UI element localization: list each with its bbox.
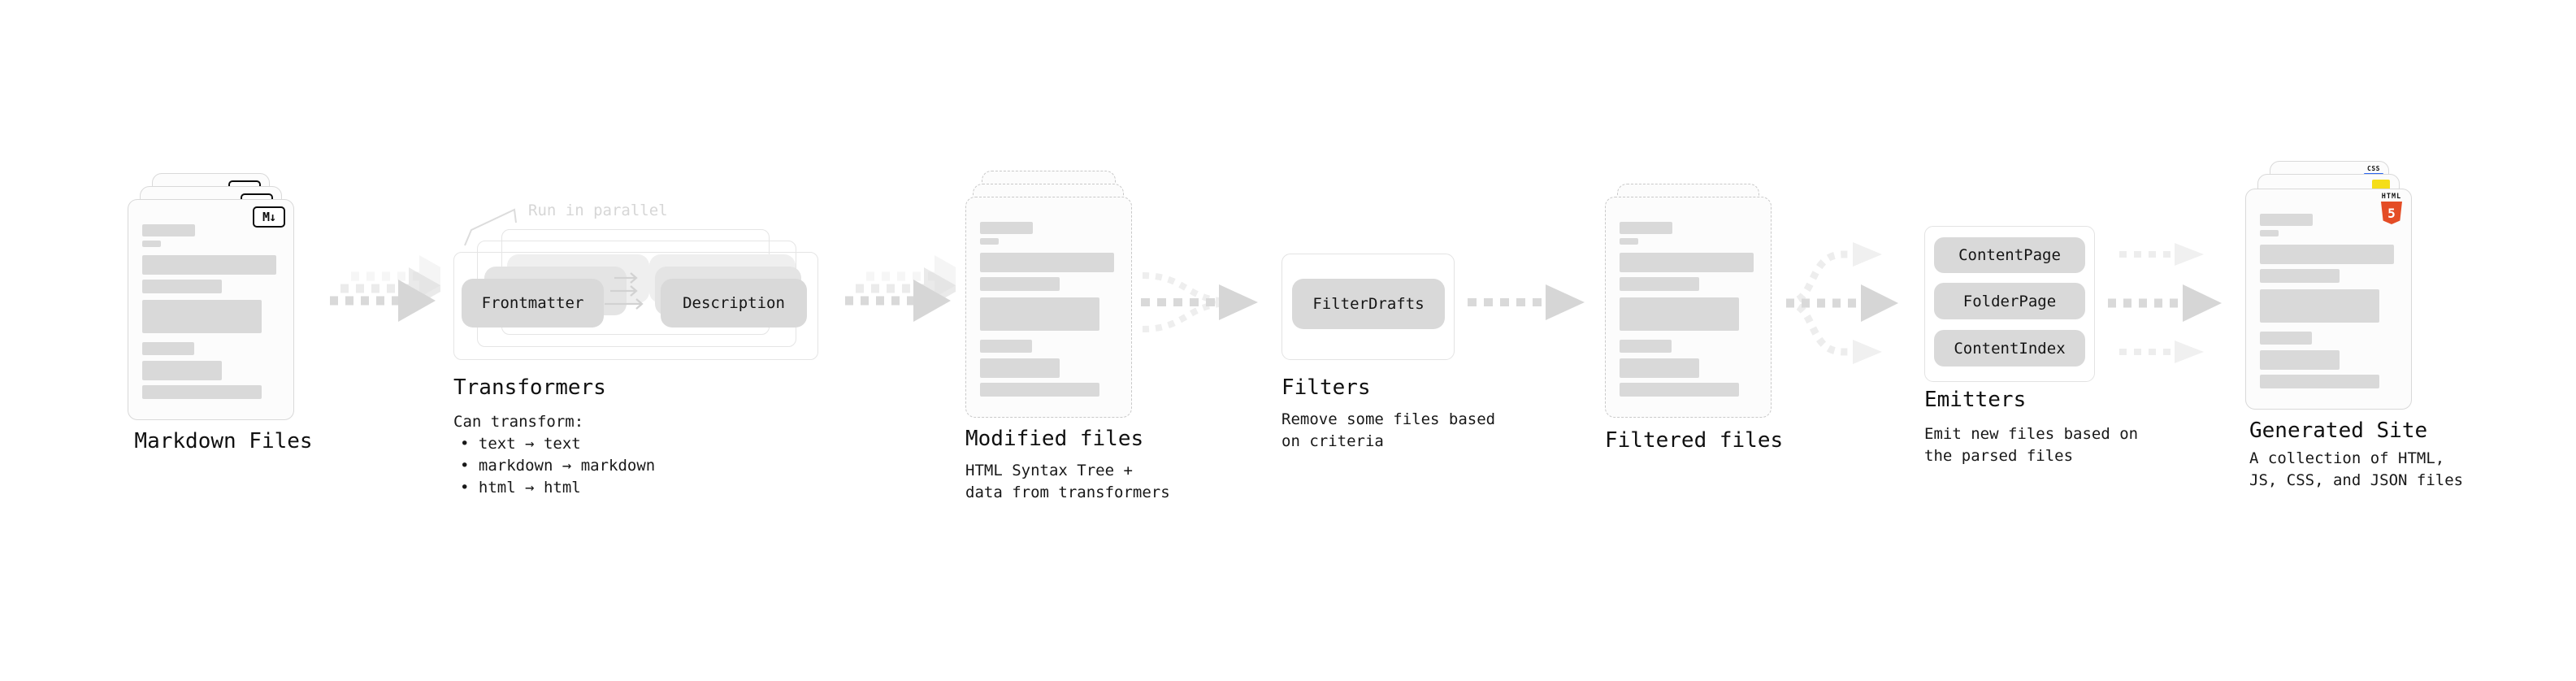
content-index-pill: ContentIndex: [1934, 330, 2085, 367]
markdown-icon: M↓: [253, 206, 285, 228]
transformers-title: Transformers: [453, 375, 606, 400]
filters-subtitle: Remove some files based on criteria: [1281, 410, 1496, 450]
emitters-subtitle: Emit new files based on the parsed files: [1924, 425, 2139, 465]
modified-files-subtitle: HTML Syntax Tree + data from transformer…: [965, 462, 1170, 501]
skeleton-text-bar: [2260, 289, 2379, 323]
markdown-file-card-front: M↓: [128, 199, 294, 420]
flow-arrow-markdown-to-transformers: [330, 255, 440, 322]
skeleton-text-bar: [1620, 277, 1699, 291]
flow-arrow-modified-to-filters-merge: [1141, 272, 1258, 332]
skeleton-text-bar: [980, 358, 1060, 378]
skeleton-text-bar: [1620, 238, 1638, 245]
skeleton-text-bar: [142, 241, 161, 247]
flow-arrow-transformers-to-modified: [845, 255, 956, 322]
site-file-card-front: HTML 5: [2245, 189, 2412, 410]
skeleton-text-bar: [142, 385, 262, 399]
filtered-files-title: Filtered files: [1605, 428, 1784, 453]
parallel-arrows-icon: [605, 272, 644, 310]
skeleton-text-bar: [980, 340, 1032, 353]
emitters-title: Emitters: [1924, 388, 2027, 412]
run-in-parallel-callout-line: [464, 208, 517, 246]
filter-drafts-pill: FilterDrafts: [1292, 279, 1445, 329]
skeleton-text-bar: [2260, 350, 2340, 370]
skeleton-text-bar: [1620, 222, 1672, 234]
skeleton-text-bar: [1620, 340, 1672, 353]
modified-file-card-front: [965, 197, 1132, 418]
flow-arrow-filters-to-filtered: [1468, 284, 1585, 320]
skeleton-text-bar: [1620, 253, 1754, 272]
skeleton-text-bar: [142, 280, 222, 293]
flow-arrow-filtered-to-emitters-split: [1785, 242, 1898, 364]
skeleton-text-bar: [2260, 214, 2313, 226]
skeleton-text-bar: [2260, 375, 2379, 388]
can-transform-heading: Can transform:: [453, 413, 584, 431]
transformer-group-box-front: [453, 252, 818, 360]
skeleton-text-bar: [980, 222, 1033, 234]
skeleton-text-bar: [142, 300, 262, 333]
generated-site-subtitle: A collection of HTML, JS, CSS, and JSON …: [2249, 449, 2464, 489]
skeleton-text-bar: [142, 361, 222, 380]
skeleton-text-bar: [980, 297, 1099, 331]
run-in-parallel-label: Run in parallel: [528, 202, 668, 219]
transform-bullet: • text → text: [460, 435, 581, 453]
description-pill: Description: [661, 279, 807, 327]
skeleton-text-bar: [1620, 297, 1739, 331]
transform-bullet: • markdown → markdown: [460, 457, 656, 475]
skeleton-text-bar: [2260, 230, 2279, 236]
html5-icon: HTML 5: [2380, 193, 2403, 224]
content-page-pill: ContentPage: [1934, 237, 2085, 273]
skeleton-text-bar: [980, 238, 999, 245]
skeleton-text-bar: [1620, 383, 1739, 397]
skeleton-text-bar: [2260, 245, 2394, 264]
skeleton-text-bar: [980, 277, 1060, 291]
skeleton-text-bar: [1620, 358, 1699, 378]
skeleton-text-bar: [142, 342, 194, 355]
filtered-file-card-front: [1605, 197, 1772, 418]
folder-page-pill: FolderPage: [1934, 283, 2085, 319]
skeleton-text-bar: [980, 383, 1099, 397]
skeleton-text-bar: [980, 253, 1114, 272]
frontmatter-pill: Frontmatter: [462, 279, 604, 327]
markdown-files-label: Markdown Files: [134, 429, 313, 453]
skeleton-text-bar: [142, 255, 276, 275]
skeleton-text-bar: [2260, 269, 2340, 283]
generated-site-title: Generated Site: [2249, 419, 2428, 443]
filters-title: Filters: [1281, 375, 1371, 400]
transform-bullet: • html → html: [460, 479, 581, 497]
flow-arrow-emitters-to-site: [2108, 243, 2222, 363]
skeleton-text-bar: [142, 224, 195, 236]
modified-files-title: Modified files: [965, 427, 1144, 451]
skeleton-text-bar: [2260, 332, 2312, 345]
